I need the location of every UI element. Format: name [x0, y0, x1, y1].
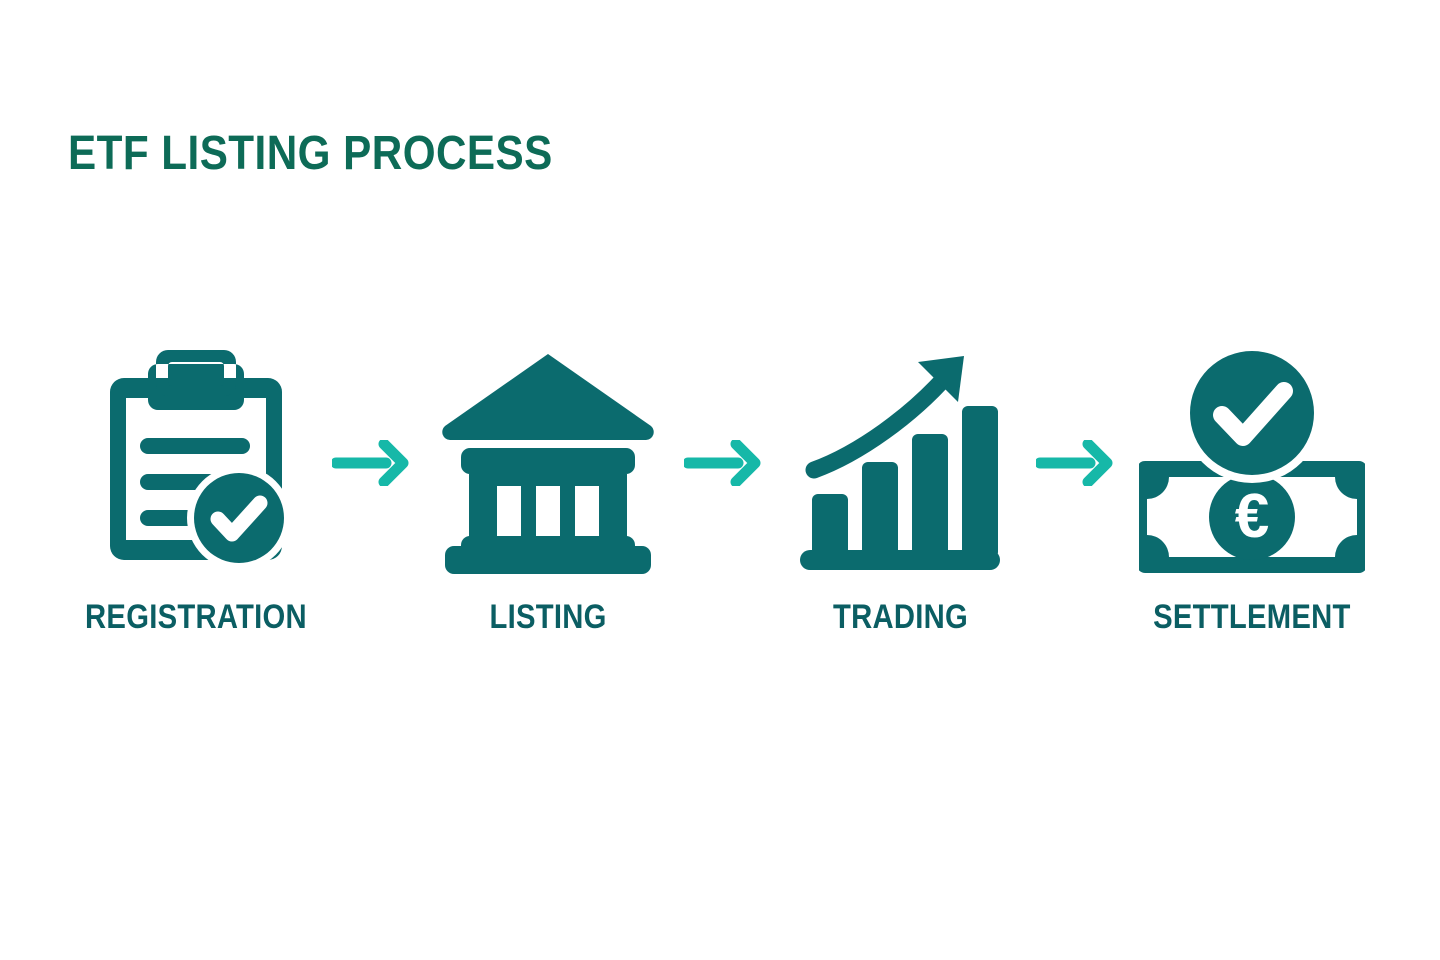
arrow-right-icon-2: [684, 345, 764, 580]
flow-step-settlement[interactable]: € SETTLEMENT: [1116, 345, 1388, 665]
arrow-right-icon-1: [332, 345, 412, 580]
flow-step-label-settlement: SETTLEMENT: [1153, 598, 1351, 636]
flow-step-label-trading: TRADING: [832, 598, 968, 636]
flow-step-trading[interactable]: TRADING: [764, 345, 1036, 665]
arrow-right-icon-3: [1036, 345, 1116, 580]
svg-text:€: €: [1235, 482, 1269, 551]
page-title: ETF LISTING PROCESS: [68, 127, 553, 180]
clipboard-check-icon: [76, 345, 316, 580]
euro-banknote-check-icon: €: [1132, 345, 1372, 580]
process-flow-row: REGISTRATION: [60, 345, 1380, 665]
flow-step-label-registration: REGISTRATION: [85, 598, 307, 636]
flow-step-registration[interactable]: REGISTRATION: [60, 345, 332, 665]
bank-building-icon: [428, 345, 668, 580]
bar-chart-growth-icon: [780, 345, 1020, 580]
flow-step-listing[interactable]: LISTING: [412, 345, 684, 665]
flow-step-label-listing: LISTING: [489, 598, 607, 636]
